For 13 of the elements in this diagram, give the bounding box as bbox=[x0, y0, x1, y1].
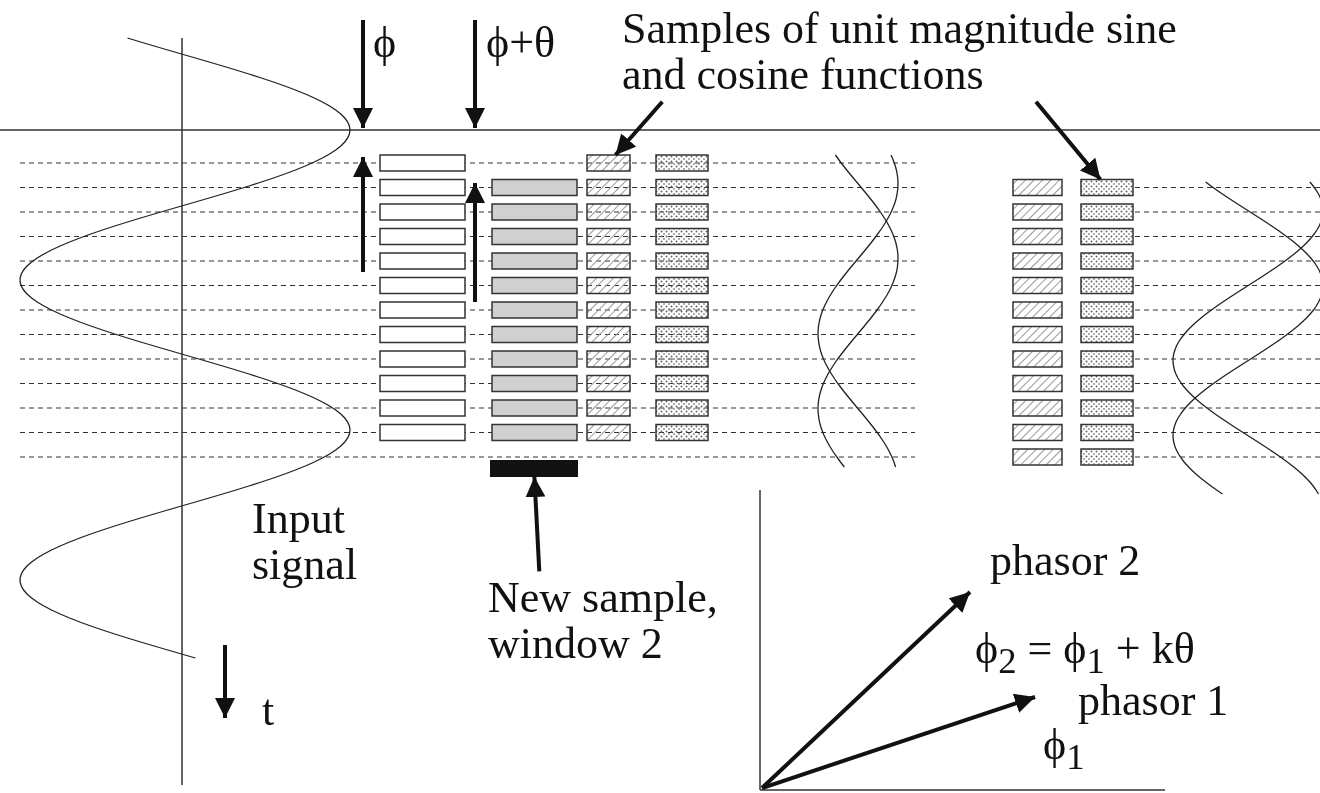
annotation-text: Samples of unit magnitude sine and cosine functions bbox=[622, 6, 1197, 98]
axis-label: t bbox=[262, 688, 275, 734]
leader-arrow bbox=[614, 100, 664, 157]
sample-box bbox=[586, 154, 631, 172]
phase-label: ϕ+θ bbox=[486, 20, 556, 66]
leader-arrow bbox=[1034, 100, 1102, 181]
new-sample-bar bbox=[490, 460, 578, 477]
axis-label: Input signal bbox=[252, 496, 359, 588]
leader-arrow bbox=[525, 476, 546, 572]
phasor-label: phasor 2 bbox=[990, 538, 1141, 584]
phase-label: ϕ bbox=[373, 20, 397, 66]
annotation-text: New sample, window 2 bbox=[488, 575, 758, 667]
sample-box bbox=[1080, 178, 1134, 197]
